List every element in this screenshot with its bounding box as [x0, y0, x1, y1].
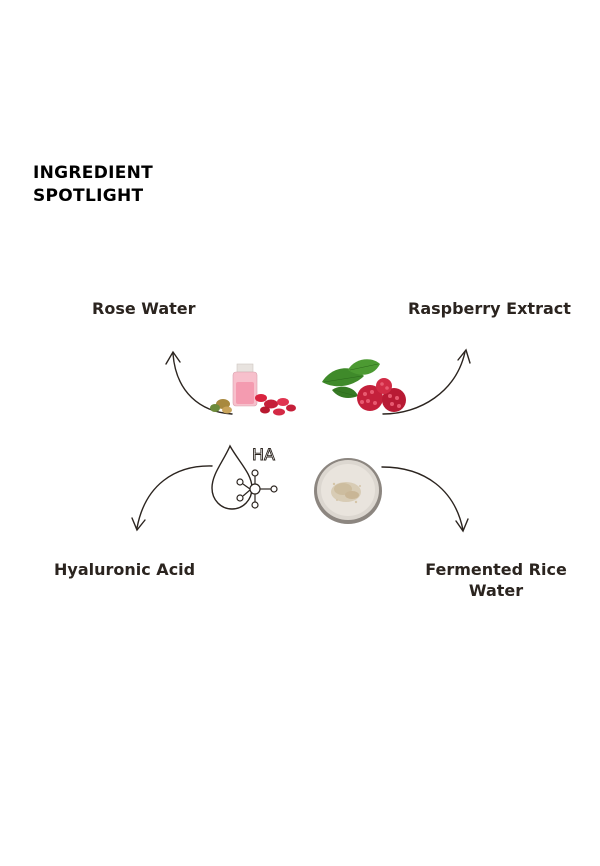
rice-arrow-head [455, 518, 469, 533]
hyaluronic-acid-label: Hyaluronic Acid [54, 560, 196, 579]
title-line-2: SPOTLIGHT [33, 186, 144, 206]
rose-water-bottle-icon [210, 363, 296, 416]
raspberry-arrow [382, 351, 466, 415]
rice-arrow [381, 466, 464, 531]
ha-icon-text: HA [252, 445, 275, 464]
rose-water-label: Rose Water [92, 299, 196, 318]
ha-arrow [136, 465, 213, 529]
raspberry-arrow-head [457, 348, 471, 364]
raspberry-extract-label: Raspberry Extract [408, 299, 571, 318]
hyaluronic-acid-icon: HA [211, 444, 278, 510]
rose-arrow-head [165, 350, 181, 365]
page-title: INGREDIENT SPOTLIGHT [33, 162, 233, 208]
rose-arrow [172, 353, 233, 415]
ha-arrow-head [131, 517, 146, 532]
title-line-1: INGREDIENT [33, 163, 154, 183]
fermented-rice-water-label: Fermented Rice Water [425, 560, 567, 600]
raspberry-icon [322, 359, 406, 412]
rice-powder-dish-icon [314, 458, 382, 524]
